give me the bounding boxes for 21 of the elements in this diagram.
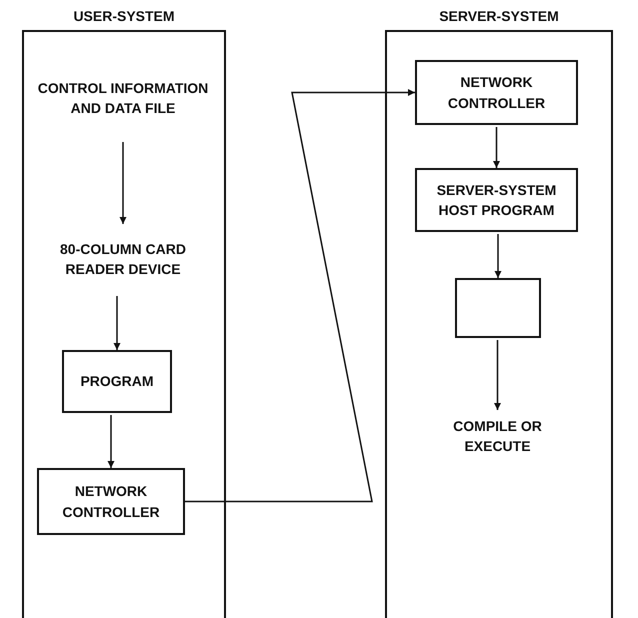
process-box: [62, 350, 172, 413]
node-text: CONTROL INFORMATION AND DATA FILE: [36, 78, 210, 118]
arrow: [493, 127, 500, 168]
box-label: NETWORK CONTROLLER: [446, 73, 546, 112]
arrow: [108, 415, 114, 468]
panel-heading: SERVER-SYSTEM: [438, 8, 560, 24]
process-box: [415, 60, 578, 125]
arrow: [494, 234, 502, 278]
process-box: [415, 168, 578, 232]
panel-heading: USER-SYSTEM: [72, 8, 176, 24]
box-label: PROGRAM: [79, 372, 155, 392]
process-box: [37, 468, 185, 535]
box-label: SERVER-SYSTEM HOST PROGRAM: [436, 180, 558, 220]
box-label: NETWORK CONTROLLER: [61, 482, 161, 522]
arrow: [494, 340, 501, 410]
process-box: [455, 278, 541, 338]
node-text: COMPILE OR EXECUTE: [452, 416, 543, 456]
arrow: [114, 296, 120, 350]
arrow: [185, 89, 415, 502]
arrow: [120, 142, 126, 224]
node-text: 80-COLUMN CARD READER DEVICE: [59, 240, 187, 279]
